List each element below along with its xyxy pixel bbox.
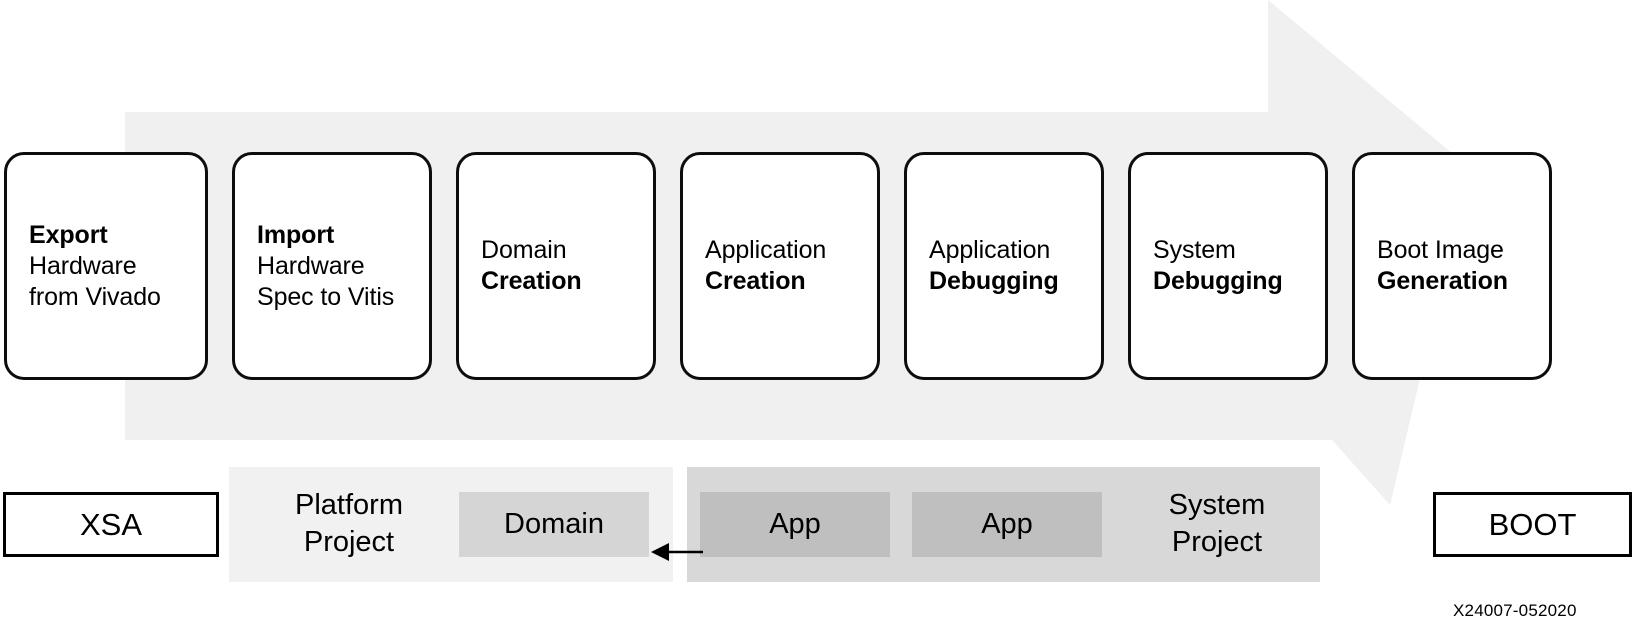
stage-subtitle-application-creation: Creation [705, 267, 806, 295]
stage-title-boot-image: Boot Image [1377, 236, 1504, 264]
app-to-domain-arrow-icon [651, 543, 703, 561]
domain-chip-label: Domain [504, 508, 604, 540]
boot-label: BOOT [1488, 506, 1577, 542]
stage-subtitle-export: Hardware from Vivado [29, 251, 161, 311]
stage-title-application-debugging: Application [929, 236, 1051, 264]
boot-box[interactable]: BOOT [1433, 492, 1632, 557]
stage-title-export: Export [29, 220, 108, 249]
stage-title-system-debugging: System [1153, 236, 1236, 264]
system-project-label: System Project [1168, 489, 1266, 558]
stage-subtitle-application-debugging: Debugging [929, 267, 1059, 295]
app-chip-2-label: App [981, 508, 1033, 540]
platform-project-label: Platform Project [295, 489, 403, 558]
stage-subtitle-boot-image: Generation [1377, 267, 1508, 295]
stage-box-import-hardware[interactable]: Import Hardware Spec to Vitis [232, 152, 432, 380]
app-chip-2[interactable]: App [912, 492, 1102, 557]
xsa-label: XSA [79, 506, 143, 542]
stage-box-application-creation[interactable]: Application Creation [680, 152, 880, 380]
domain-chip[interactable]: Domain [459, 492, 649, 557]
stage-title-domain-creation: Domain [481, 236, 567, 264]
stage-box-domain-creation[interactable]: Domain Creation [456, 152, 656, 380]
figure-caption: X24007-052020 [1453, 601, 1577, 620]
stage-box-export-hardware[interactable]: Export Hardware from Vivado [4, 152, 208, 380]
app-chip-1[interactable]: App [700, 492, 890, 557]
stage-title-import: Import [257, 220, 335, 249]
stage-title-application-creation: Application [705, 236, 827, 264]
stage-box-boot-image-generation[interactable]: Boot Image Generation [1352, 152, 1552, 380]
stage-subtitle-domain-creation: Creation [481, 267, 582, 295]
stage-box-application-debugging[interactable]: Application Debugging [904, 152, 1104, 380]
app-chip-1-label: App [769, 508, 821, 540]
xsa-box[interactable]: XSA [3, 492, 219, 557]
stage-subtitle-import: Hardware Spec to Vitis [257, 251, 395, 311]
stage-box-system-debugging[interactable]: System Debugging [1128, 152, 1328, 380]
stage-subtitle-system-debugging: Debugging [1153, 267, 1283, 295]
